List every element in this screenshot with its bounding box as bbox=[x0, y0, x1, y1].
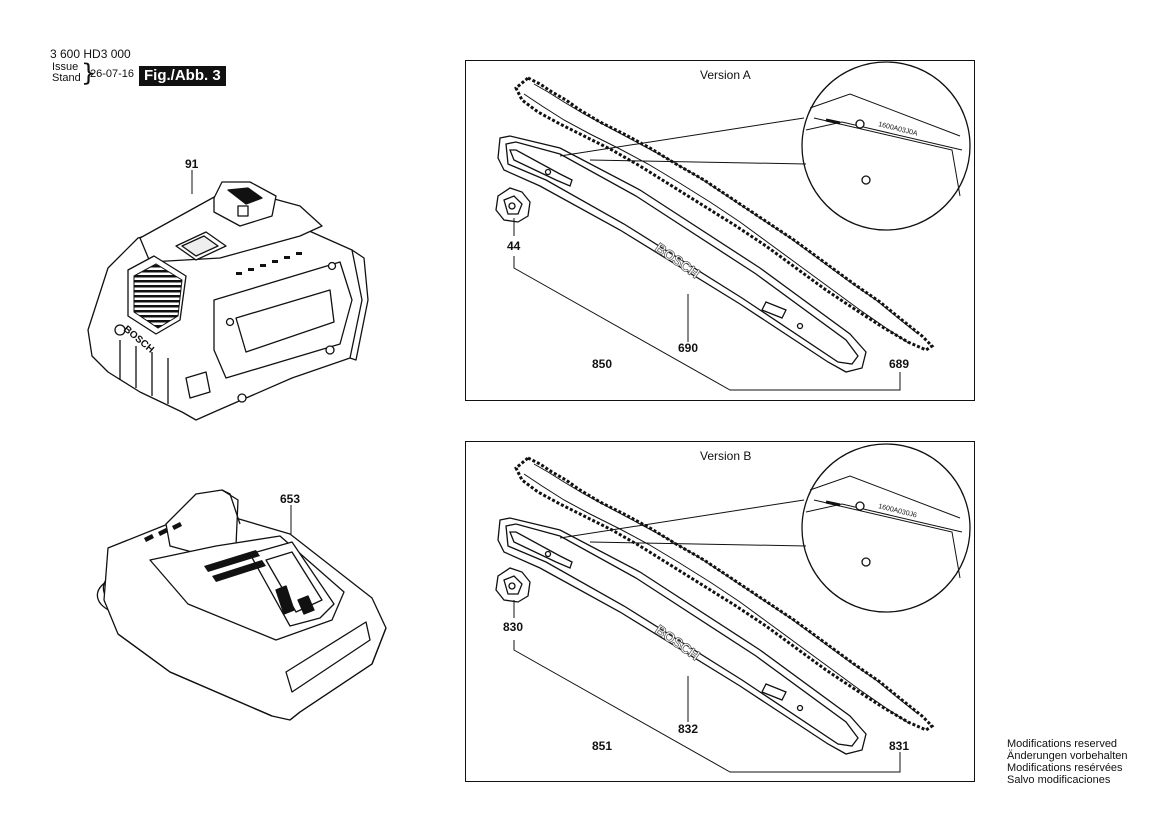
panel-b-leader-lines bbox=[513, 600, 901, 773]
issue-label: Issue bbox=[52, 61, 79, 73]
document-number: 3 600 HD3 000 bbox=[50, 47, 131, 61]
part-label-830: 830 bbox=[503, 620, 524, 634]
notice-line-es: Salvo modificaciones bbox=[1007, 774, 1111, 786]
panel-b-bar-nut bbox=[495, 567, 531, 603]
notice-line-en: Modifications reserved bbox=[1007, 738, 1118, 750]
issue-date: 26-07-16 bbox=[90, 68, 135, 80]
battery-pack-illustration bbox=[87, 181, 369, 421]
panel-a-magnifier bbox=[559, 61, 971, 231]
part-label-690: 690 bbox=[678, 341, 699, 355]
issue-stand-labels: Issue Stand bbox=[52, 62, 81, 84]
panel-version-a-frame bbox=[465, 60, 975, 401]
panel-a-title: Version A bbox=[700, 68, 751, 82]
part-label-832: 832 bbox=[678, 722, 699, 736]
brace-glyph: } bbox=[81, 59, 97, 87]
panel-a-leader-lines bbox=[513, 218, 901, 391]
part-label-653: 653 bbox=[280, 492, 301, 506]
part-label-831: 831 bbox=[889, 739, 910, 753]
panel-b-magnifier bbox=[559, 443, 971, 613]
part-label-689: 689 bbox=[889, 357, 910, 371]
part-label-91: 91 bbox=[185, 157, 199, 171]
part-label-850: 850 bbox=[592, 357, 613, 371]
panel-b-guide-bar bbox=[497, 517, 867, 755]
panel-a-chain-illustration bbox=[514, 76, 935, 352]
panel-a-bar-nut bbox=[495, 187, 531, 223]
battery-vent-grille bbox=[133, 263, 183, 329]
stand-label: Stand bbox=[52, 72, 81, 84]
charger-vent-grille bbox=[144, 522, 266, 582]
charger-illustration bbox=[96, 489, 387, 721]
panel-b-title: Version B bbox=[700, 449, 752, 463]
panel-version-b-frame bbox=[465, 441, 975, 782]
part-label-851: 851 bbox=[592, 739, 613, 753]
modifications-notice: Modifications reserved Änderungen vorbeh… bbox=[1007, 738, 1127, 786]
notice-line-de: Änderungen vorbehalten bbox=[1007, 750, 1128, 762]
figure-label: Fig./Abb. 3 bbox=[139, 66, 226, 86]
part-label-44: 44 bbox=[507, 239, 521, 253]
panel-a-guide-bar bbox=[497, 135, 867, 373]
notice-line-fr: Modifications resérvées bbox=[1007, 762, 1123, 774]
